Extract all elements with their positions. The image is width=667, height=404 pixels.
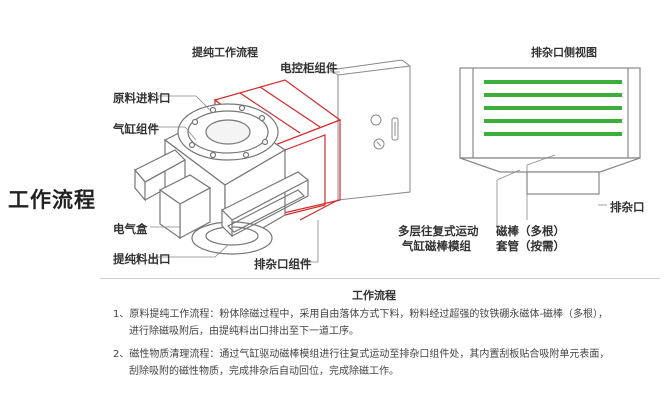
electric-box bbox=[158, 174, 212, 240]
page-side-title: 工作流程 bbox=[8, 188, 96, 212]
label-cylinder: 气缸组件 bbox=[113, 122, 159, 136]
label-electric-box: 电气盒 bbox=[113, 222, 148, 236]
inlet-flange bbox=[177, 103, 279, 161]
label-magnet-rod-line1: 磁棒（多根） bbox=[496, 224, 565, 238]
cylinder-right bbox=[220, 171, 310, 238]
main-diagram-title: 提纯工作流程 bbox=[192, 46, 258, 59]
label-raw-inlet: 原料进料口 bbox=[113, 91, 171, 105]
workflow-title: 工作流程 bbox=[352, 289, 396, 302]
red-connector bbox=[284, 134, 339, 221]
workflow-item-1-line1: 1、原料提纯工作流程：粉体除磁过程中，采用自由落体方式下料，粉料经过超强的钕铁硼… bbox=[113, 309, 608, 320]
label-impurity-outlet: 排杂口 bbox=[610, 200, 645, 214]
workflow-item-1-line2: 进行除磁吸附后，由提纯料出口排出至下一道工序。 bbox=[129, 326, 359, 337]
side-view-title: 排杂口侧视图 bbox=[531, 46, 597, 59]
divider bbox=[100, 278, 660, 279]
label-multi-layer-line1: 多层往复式运动 bbox=[398, 224, 479, 238]
magnet-rods bbox=[484, 80, 622, 136]
label-impurity-outlet-assembly: 排杂口组件 bbox=[254, 257, 312, 271]
label-pure-outlet: 提纯料出口 bbox=[113, 252, 171, 266]
workflow-item-2-line2: 刮除吸附的磁性物质，完成排杂后自动回位，完成除磁工作。 bbox=[129, 366, 399, 377]
callout-lines bbox=[150, 71, 340, 263]
control-cabinet bbox=[329, 59, 411, 201]
outlet-flange bbox=[191, 221, 273, 255]
label-magnet-rod-line2: 套管（按需） bbox=[496, 239, 565, 253]
side-view-hopper bbox=[459, 67, 641, 195]
workflow-item-1: 1、原料提纯工作流程：粉体除磁过程中，采用自由落体方式下料，粉料经过超强的钕铁硼… bbox=[113, 306, 663, 340]
machine-diagram bbox=[134, 59, 641, 263]
workflow-item-2-line1: 2、磁性物质清理流程：通过气缸驱动磁棒模组进行往复式运动至排杂口组件处，其内置刮… bbox=[113, 349, 610, 360]
side-view-callouts bbox=[496, 154, 607, 228]
label-multi-layer-line2: 气缸磁棒模组 bbox=[402, 239, 471, 253]
workflow-item-2: 2、磁性物质清理流程：通过气缸驱动磁棒模组进行往复式运动至排杂口组件处，其内置刮… bbox=[113, 346, 663, 380]
label-control-cabinet: 电控柜组件 bbox=[280, 61, 338, 75]
